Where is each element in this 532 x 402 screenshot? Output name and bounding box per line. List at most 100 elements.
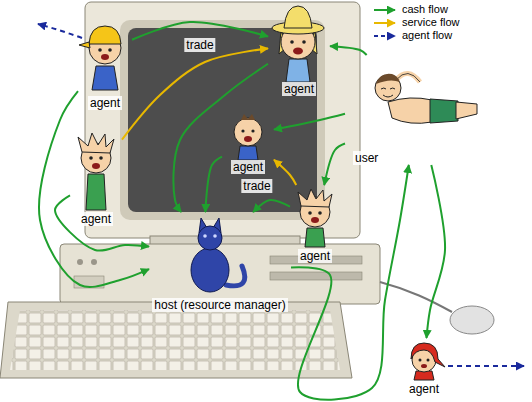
node-label: agent (231, 160, 265, 174)
node-label: agent (407, 382, 441, 396)
keyboard-keys (10, 310, 340, 370)
agent-headscarf (411, 343, 445, 367)
node-label: user (353, 151, 380, 165)
legend-sample (372, 31, 398, 41)
cash-flow-arrow (291, 165, 409, 400)
agent-node: agent (290, 185, 340, 263)
cat-eye (213, 234, 217, 238)
user-hair (376, 74, 400, 84)
agent-figure (78, 133, 114, 210)
cash-flow-arrow (274, 114, 345, 130)
agent-eye (251, 129, 254, 132)
agent-eye (427, 359, 430, 362)
cat-body (191, 248, 229, 292)
drive-slot (270, 272, 362, 280)
mouse (450, 306, 494, 334)
user-legs (456, 102, 477, 119)
legend-label: agent flow (402, 29, 452, 42)
agent-cap (89, 26, 121, 44)
user-eye (390, 88, 395, 89)
node-label: agent (88, 96, 122, 110)
agent-body (238, 146, 258, 160)
host-figure (191, 218, 245, 292)
agent-hair (78, 133, 114, 153)
agent-flow-arrow (448, 365, 524, 367)
agent-node: agent (78, 2, 132, 110)
user-arm (396, 73, 420, 82)
cash-flow-arrow (253, 200, 290, 212)
cat-head (198, 226, 222, 250)
legend-row: agent flow (372, 29, 459, 42)
user-torso (388, 98, 432, 123)
node-label: host (resource manager) (152, 298, 287, 312)
agent-node: agent (400, 338, 448, 396)
agent-cap-brim (79, 42, 90, 48)
agent-eye (241, 129, 244, 132)
agent-body (305, 228, 325, 247)
agent-eye (318, 211, 322, 215)
cash-flow-arrow (205, 157, 222, 212)
cash-flow-arrow (324, 144, 345, 185)
cash-flow-arrow (427, 165, 446, 338)
agent-node: agent (268, 0, 330, 96)
agent-mouth (92, 163, 100, 169)
legend-row: service flow (372, 16, 459, 29)
agent-eye (308, 211, 312, 215)
service-flow-arrow (274, 160, 296, 185)
node-label: agent (79, 212, 113, 226)
agent-hair (298, 189, 332, 207)
agent-figure (272, 6, 324, 82)
agent-node: agent (222, 112, 274, 174)
agent-figure (234, 114, 262, 160)
agent-body (86, 174, 106, 210)
edge-label: trade (241, 179, 272, 193)
legend-label: service flow (402, 16, 459, 29)
user-arm-outline (396, 73, 420, 82)
keyboard (0, 302, 352, 378)
monitor-case (85, 2, 360, 238)
user-node: user (345, 55, 480, 165)
legend: cash flowservice flowagent flow (372, 3, 459, 42)
user-figure (375, 73, 477, 123)
agent-eye (419, 359, 422, 362)
user-shorts (430, 99, 458, 123)
agent-mouth (421, 364, 427, 368)
cash-flow-arrow (39, 91, 149, 287)
user-mouth (383, 95, 393, 97)
host-node: host (resource manager) (149, 212, 291, 312)
agent-flow-arrow (38, 24, 82, 38)
agent-eye (99, 156, 103, 160)
agent-mouth (311, 217, 319, 223)
agent-mouth (293, 48, 303, 55)
power-button (77, 259, 83, 265)
agent-mouth (244, 136, 252, 142)
agent-eye (108, 48, 112, 52)
legend-row: cash flow (372, 3, 459, 16)
edge-label: trade (184, 38, 215, 52)
agent-node: agent (70, 132, 122, 226)
agent-body (92, 66, 118, 90)
agent-head (234, 118, 262, 146)
agent-eye (98, 48, 102, 52)
agent-mouth (101, 54, 109, 60)
legend-line (374, 22, 395, 24)
agent-figure (411, 343, 445, 380)
agent-hat (284, 6, 312, 28)
cash-flow-arrow (55, 195, 149, 250)
computer-case (60, 244, 380, 304)
node-label: agent (282, 82, 316, 96)
agent-eye (290, 40, 294, 44)
monitor-bezel (120, 20, 325, 220)
user-eye (381, 88, 386, 89)
legend-sample (372, 5, 398, 15)
agent-body (286, 59, 310, 82)
mouse-cable (380, 282, 452, 312)
legend-label: cash flow (402, 3, 448, 16)
legend-line (374, 9, 395, 11)
agent-figure (298, 189, 332, 247)
node-label: agent (298, 249, 332, 263)
legend-sample (372, 18, 398, 28)
